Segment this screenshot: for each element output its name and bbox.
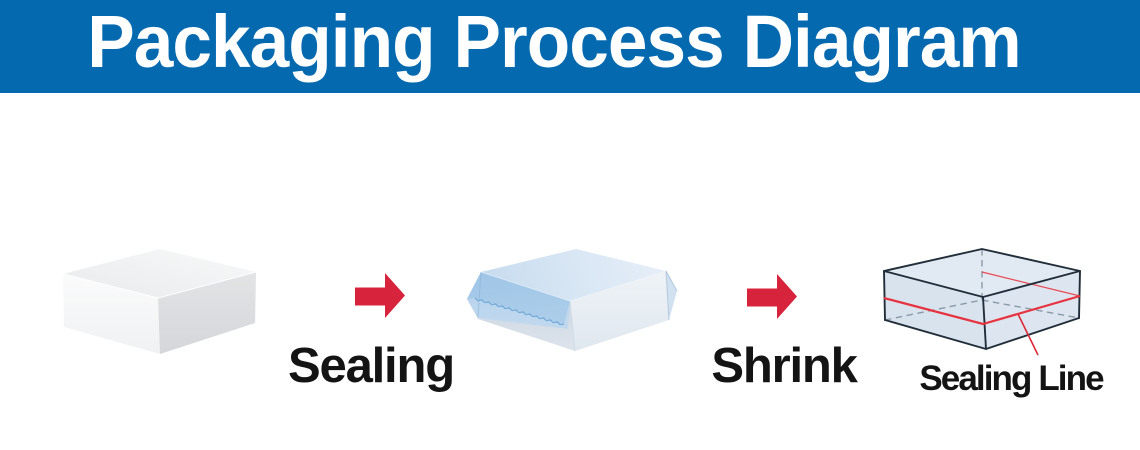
step-label-sealing: Sealing xyxy=(288,339,455,393)
film-top-face xyxy=(481,249,666,301)
box-right-face xyxy=(158,272,256,354)
annotation-sealing-line: Sealing Line xyxy=(919,359,1104,398)
film-edge-zigzag xyxy=(474,297,565,326)
film-fold-lines xyxy=(477,270,678,352)
step-label-shrink: Shrink xyxy=(711,339,857,393)
film-overlap-layer xyxy=(467,272,570,324)
box-left-face xyxy=(63,274,160,354)
product-box-figure xyxy=(62,249,257,354)
right-arrow-icon xyxy=(355,273,405,318)
right-arrow-icon xyxy=(747,274,797,319)
wire-left-face xyxy=(884,271,986,349)
film-right-face xyxy=(570,271,669,351)
page-title: Packaging Process Diagram xyxy=(87,0,1021,83)
sealing-line-leader xyxy=(1017,313,1039,356)
film-wrapped-box-figure xyxy=(467,249,678,352)
shrink-wrapped-box-figure xyxy=(883,248,1081,356)
film-edge-highlight xyxy=(480,270,667,302)
title-banner: Packaging Process Diagram xyxy=(0,0,1140,93)
sealing-line xyxy=(883,294,1081,326)
box-edge-highlight xyxy=(62,271,257,299)
